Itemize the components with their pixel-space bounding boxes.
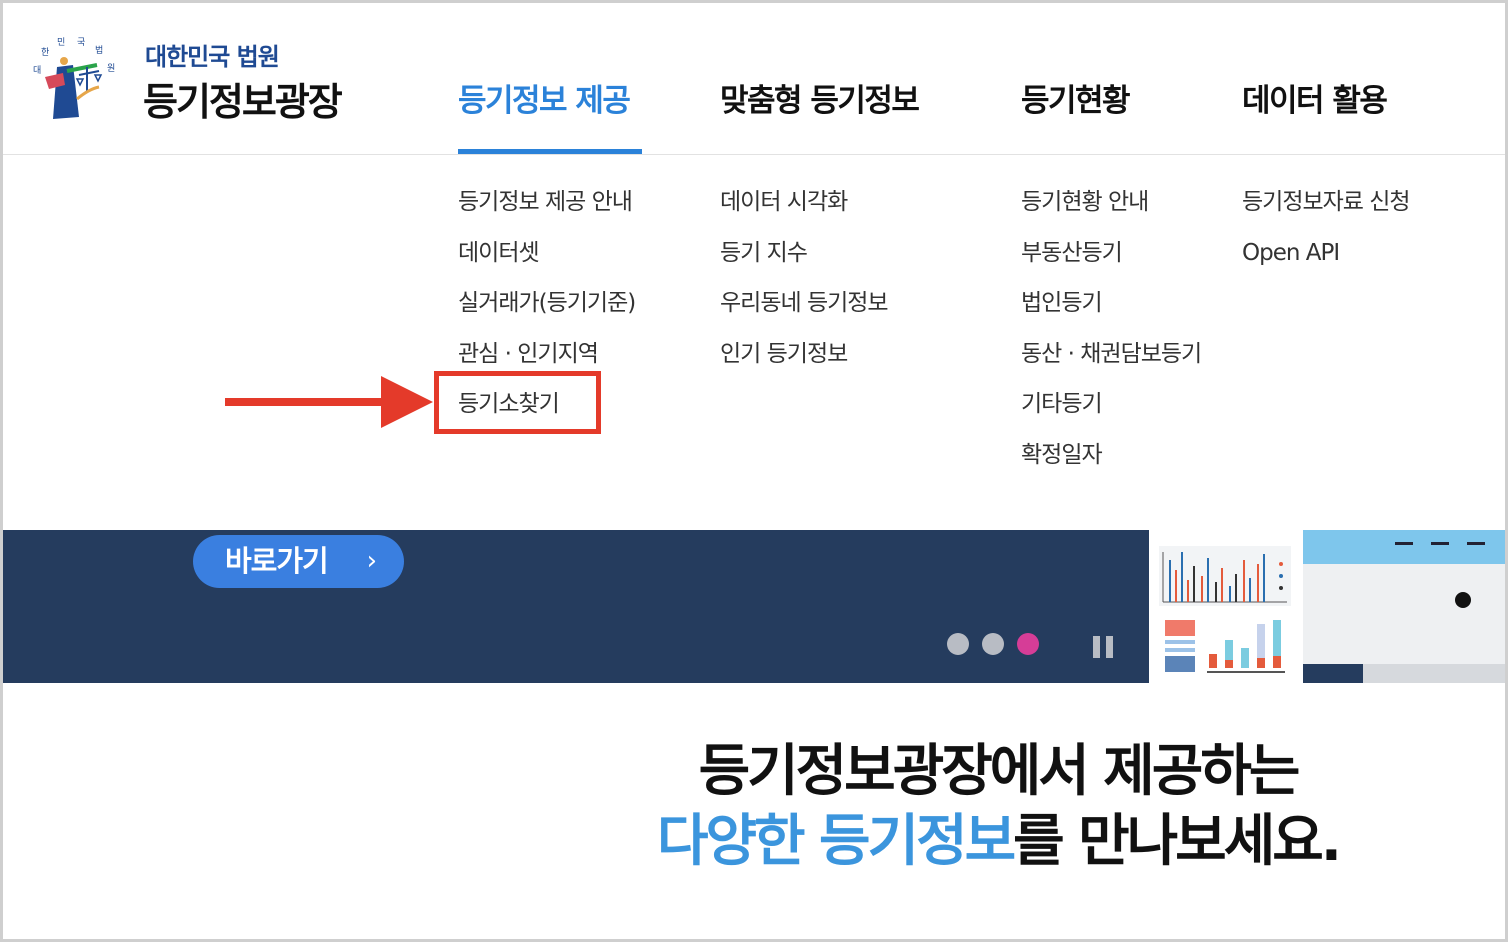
submenu-item[interactable]: 등기현황 안내 xyxy=(1021,189,1149,215)
submenu-item[interactable]: 기타등기 xyxy=(1021,391,1103,417)
site-header: 대 한 민 국 법 원 대한민국 법원 등기정보광장 등기정보 제공 맞춤 xyxy=(3,3,1505,155)
submenu-item[interactable]: 등기정보자료 신청 xyxy=(1242,189,1411,215)
slide-dot-3[interactable] xyxy=(1017,633,1039,655)
chevron-right-icon: › xyxy=(366,546,377,576)
submenu-col-registry-info: 등기정보 제공 안내 데이터셋 실거래가(등기기준) 관심 · 인기지역 등기소… xyxy=(458,183,636,436)
submenu-item-find-registry-office[interactable]: 등기소찾기 xyxy=(458,391,560,417)
submenu-col-data-usage: 등기정보자료 신청 Open API xyxy=(1242,183,1411,284)
submenu-col-custom-info: 데이터 시각화 등기 지수 우리동네 등기정보 인기 등기정보 xyxy=(720,183,889,385)
submenu-item[interactable]: 등기정보 제공 안내 xyxy=(458,189,633,215)
dashboard-illustration xyxy=(1149,530,1303,683)
svg-text:법: 법 xyxy=(95,45,103,56)
annotation-arrow-icon xyxy=(225,376,433,428)
submenu-item[interactable]: 데이터 시각화 xyxy=(720,189,848,215)
submenu-item[interactable]: Open API xyxy=(1242,239,1340,266)
nav-active-underline xyxy=(458,149,642,154)
submenu-item[interactable]: 인기 등기정보 xyxy=(720,340,848,367)
org-name: 대한민국 법원 xyxy=(145,43,280,71)
submenu-item[interactable]: 부동산등기 xyxy=(1021,239,1123,266)
submenu-item[interactable]: 등기 지수 xyxy=(720,239,808,266)
hero-banner: 바로가기 › xyxy=(3,530,1505,683)
main-nav: 등기정보 제공 맞춤형 등기정보 등기현황 데이터 활용 xyxy=(3,3,1505,155)
svg-text:민: 민 xyxy=(57,37,65,48)
submenu-item[interactable]: 법인등기 xyxy=(1021,290,1103,316)
submenu-item[interactable]: 우리동네 등기정보 xyxy=(720,290,889,316)
annotation-highlight-box xyxy=(434,371,601,434)
svg-text:원: 원 xyxy=(107,63,115,74)
submenu-item[interactable]: 실거래가(등기기준) xyxy=(458,290,636,316)
headline-highlight: 다양한 등기정보 xyxy=(656,809,1016,874)
pause-icon[interactable] xyxy=(1093,636,1115,658)
svg-text:국: 국 xyxy=(77,37,85,48)
submenu-item[interactable]: 관심 · 인기지역 xyxy=(458,340,599,367)
submenu-item[interactable]: 동산 · 채권담보등기 xyxy=(1021,340,1202,367)
site-logo[interactable]: 대 한 민 국 법 원 대한민국 법원 등기정보광장 xyxy=(27,29,387,129)
slide-dot-2[interactable] xyxy=(982,633,1004,655)
svg-text:한: 한 xyxy=(41,47,49,58)
headline-line-2-rest: 를 만나보세요. xyxy=(1013,809,1342,874)
site-name: 등기정보광장 xyxy=(143,80,343,124)
goto-button[interactable]: 바로가기 › xyxy=(193,535,404,588)
submenu-item[interactable]: 확정일자 xyxy=(1021,441,1103,468)
main-headline: 등기정보광장에서 제공하는 다양한 등기정보를 만나보세요. xyxy=(3,737,1505,877)
goto-button-label: 바로가기 xyxy=(225,544,329,578)
nav-item-registry-info[interactable]: 등기정보 제공 xyxy=(458,83,631,119)
court-seal-icon: 대 한 민 국 법 원 xyxy=(33,37,115,119)
slide-dot-1[interactable] xyxy=(947,633,969,655)
nav-item-data-usage[interactable]: 데이터 활용 xyxy=(1242,83,1388,119)
nav-item-custom-info[interactable]: 맞춤형 등기정보 xyxy=(720,83,920,119)
monitor-illustration xyxy=(1303,530,1505,683)
submenu-item[interactable]: 데이터셋 xyxy=(458,239,540,266)
headline-line-2: 다양한 등기정보를 만나보세요. xyxy=(3,807,1505,877)
submenu-col-registry-status: 등기현황 안내 부동산등기 법인등기 동산 · 채권담보등기 기타등기 확정일자 xyxy=(1021,183,1202,486)
nav-item-registry-status[interactable]: 등기현황 xyxy=(1021,83,1131,119)
headline-line-1: 등기정보광장에서 제공하는 xyxy=(698,739,1301,804)
svg-text:대: 대 xyxy=(33,65,41,76)
